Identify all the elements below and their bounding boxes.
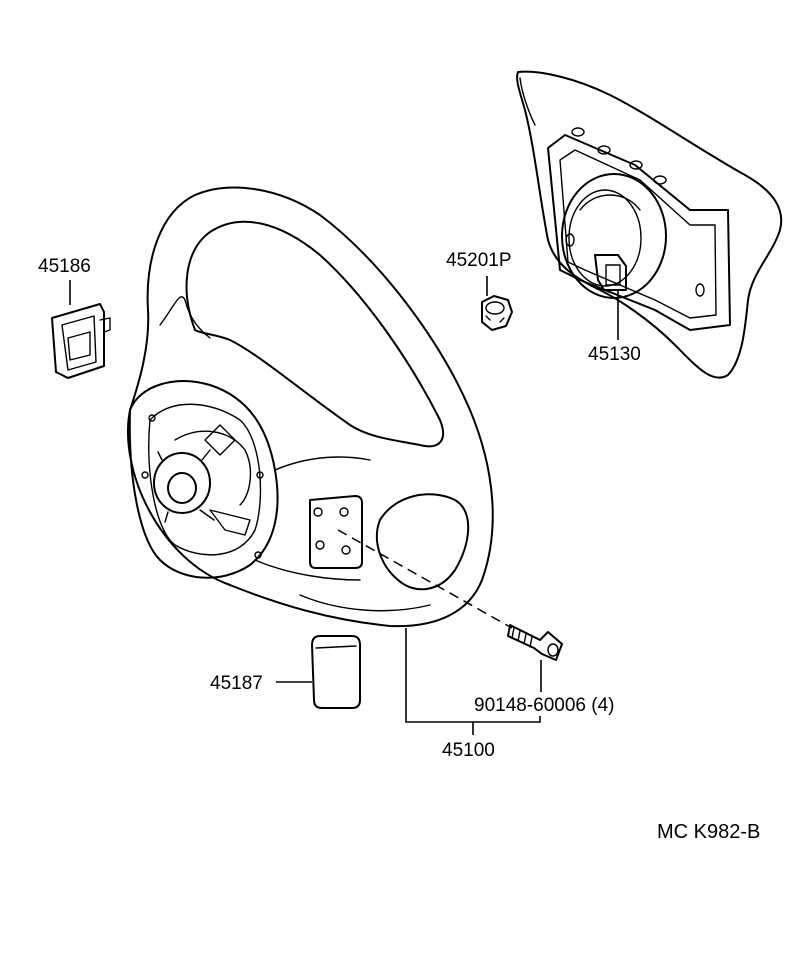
horn-pad-assembly	[516, 70, 783, 379]
steering-wheel	[126, 186, 494, 628]
label-45130: 45130	[588, 344, 641, 365]
label-45201p: 45201P	[446, 250, 512, 271]
nut-45201p	[481, 295, 513, 331]
label-45186: 45186	[38, 256, 91, 277]
cover-45186	[51, 303, 111, 379]
label-45187: 45187	[210, 673, 263, 694]
label-90148-60006: 90148-60006 (4)	[474, 695, 615, 716]
switch-cap-45187	[311, 635, 361, 709]
label-45100: 45100	[442, 740, 495, 761]
bolt-90148	[507, 624, 563, 661]
leader-lines	[69, 276, 619, 735]
reference-code: MC K982-B	[657, 821, 760, 843]
